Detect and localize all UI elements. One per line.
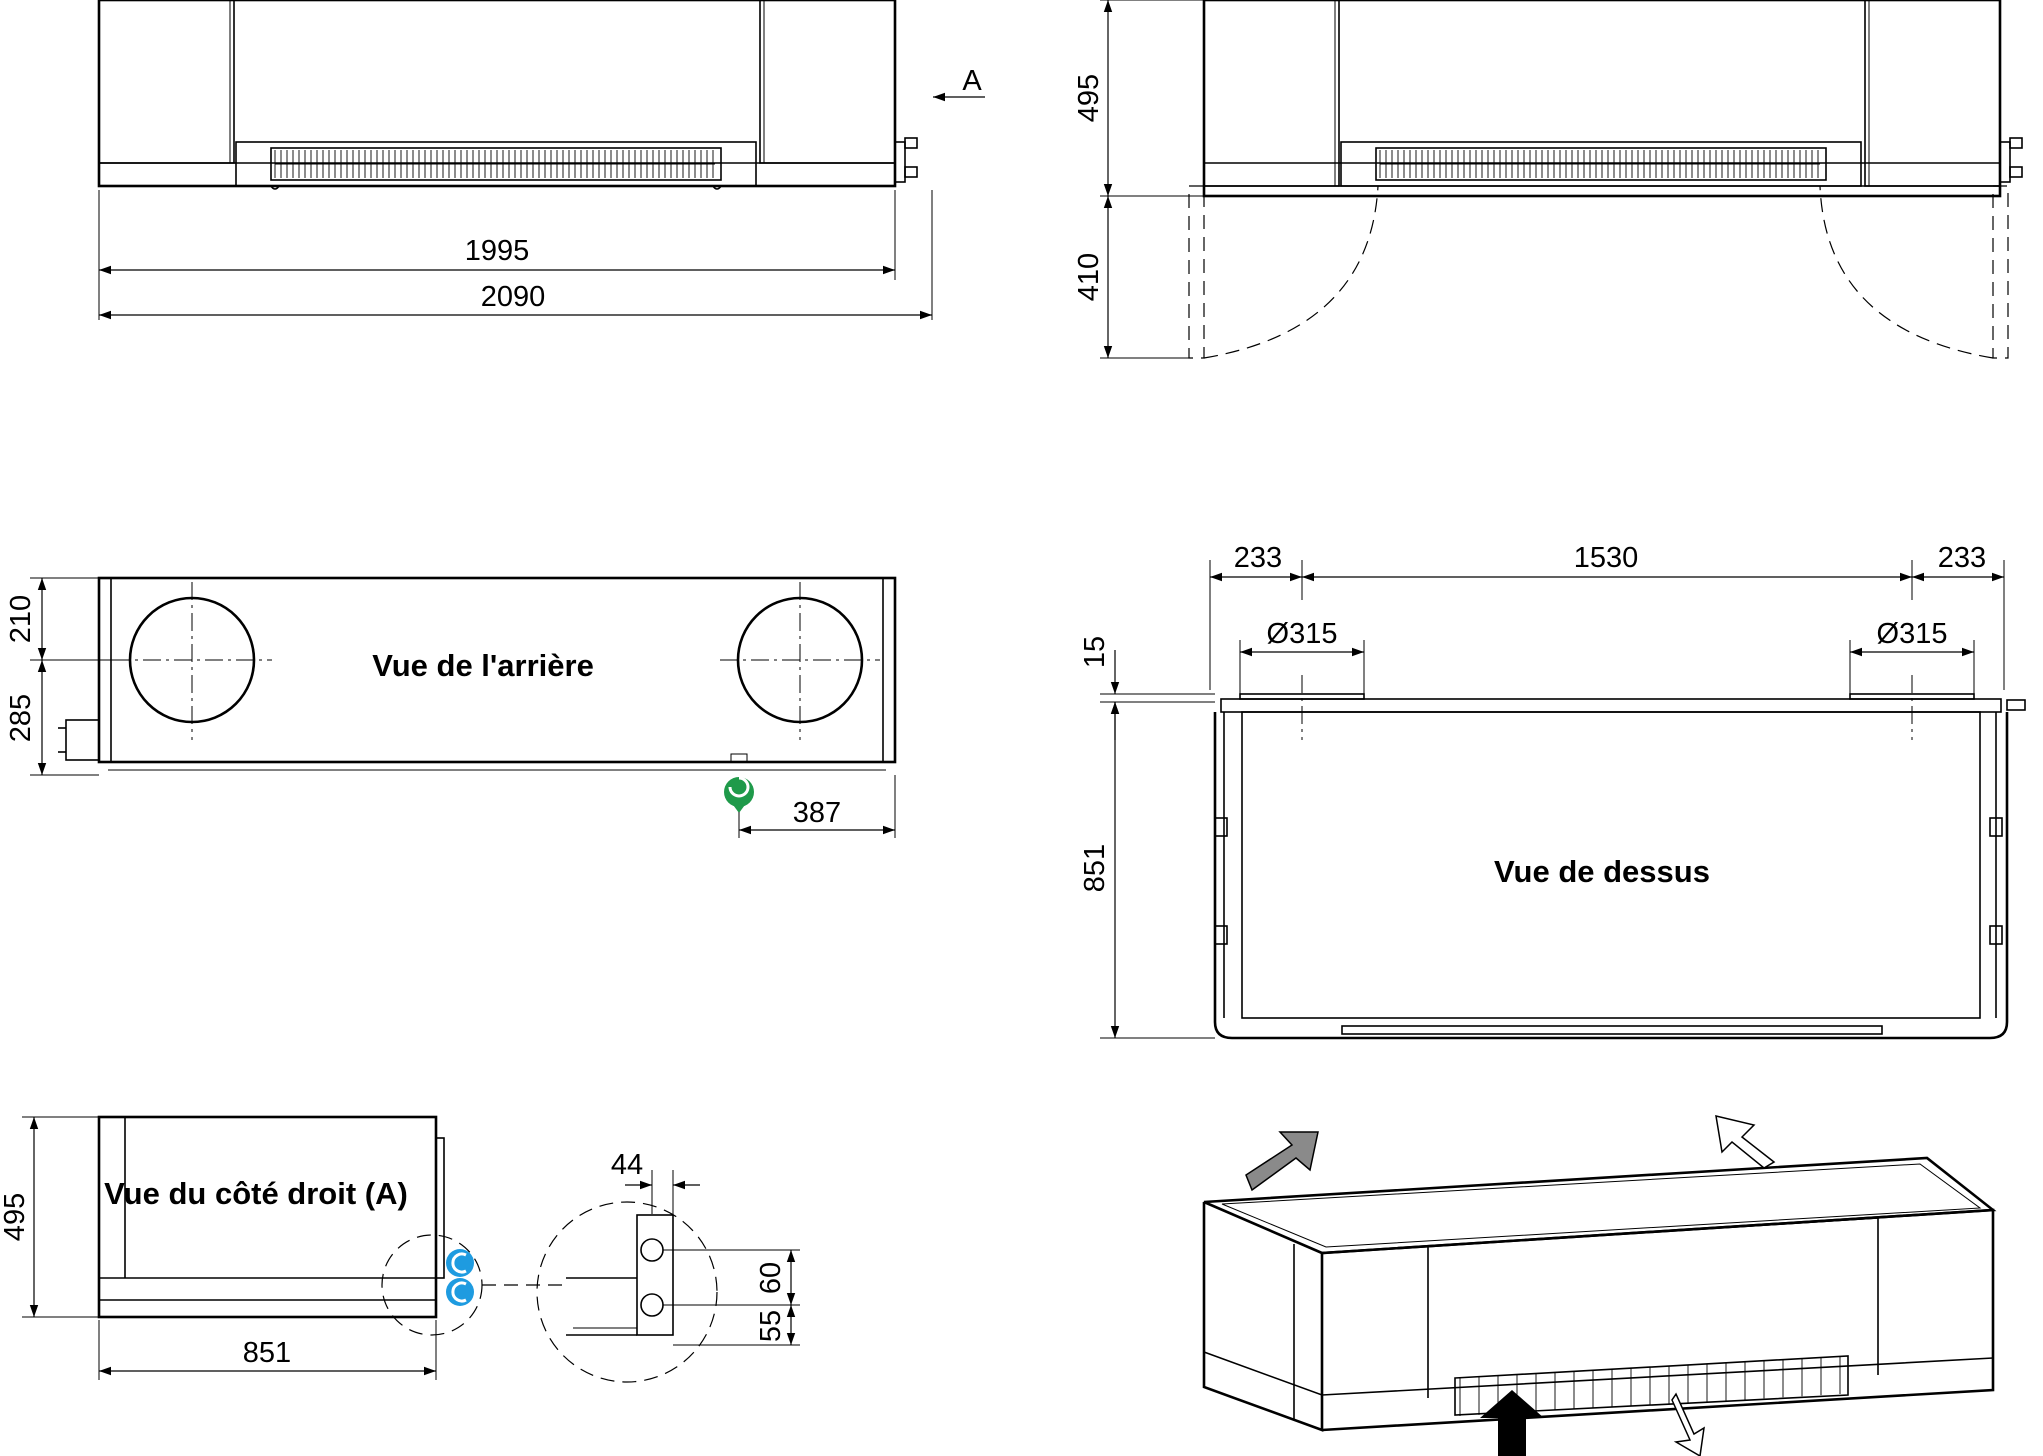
iso-inlet-arrow-icon — [1480, 1390, 1544, 1456]
isometric-view — [1202, 1115, 1997, 1456]
drain-connection-icon — [724, 753, 754, 813]
doors-outlet-frame — [1340, 141, 1862, 187]
rear-view: Vue de l'arrière 210 285 387 — [5, 576, 897, 838]
front-grille-slats — [274, 150, 715, 178]
water-inlet-icon — [446, 1249, 474, 1277]
dim-rear-lower: 285 — [5, 694, 37, 742]
front-pipe-lower-fitting — [904, 166, 918, 178]
iso-intake-arrow-icon — [1715, 1115, 1776, 1169]
dim-duct-right-diameter: Ø315 — [1877, 618, 1948, 650]
top-view-label: Vue de dessus — [1494, 854, 1710, 889]
right-door-swing-arc — [1819, 185, 1994, 359]
iso-discharge-arrow-icon — [1671, 1392, 1705, 1456]
iso-outlet-grille — [1454, 1355, 1849, 1416]
dim-door-swing: 410 — [1073, 253, 1105, 301]
rear-view-label: Vue de l'arrière — [372, 648, 594, 683]
doors-grille-slats — [1379, 150, 1820, 178]
front-pipe-stub — [894, 141, 906, 183]
water-outlet-icon — [446, 1278, 474, 1306]
dim-top-right-offset: 233 — [1938, 542, 1986, 574]
top-view-outline — [1213, 712, 2009, 1040]
right-door-open — [1992, 185, 2009, 359]
dim-depth: 851 — [1079, 844, 1111, 892]
dim-connection-spacing: 60 — [755, 1262, 787, 1294]
side-view-label: Vue du côté droit (A) — [104, 1176, 408, 1211]
doors-outlet-grille — [1375, 147, 1827, 181]
dim-connection-offset: 44 — [611, 1149, 643, 1181]
top-view-inner-panel — [1241, 711, 1981, 1019]
dim-rear-upper: 210 — [5, 595, 37, 643]
dim-front-height: 495 — [1073, 74, 1105, 122]
top-collar-strip — [1220, 698, 2002, 713]
iso-exhaust-arrow-icon — [1245, 1131, 1319, 1192]
dim-drain-offset: 387 — [793, 797, 841, 829]
dim-side-depth: 851 — [243, 1337, 291, 1369]
connection-detail: 44 60 55 — [536, 1149, 800, 1383]
iso-left-face — [1202, 1202, 1324, 1432]
dim-connection-bottom: 55 — [755, 1310, 787, 1342]
right-side-view: Vue du côté droit (A) 495 851 — [0, 1115, 565, 1380]
dim-duct-left-diameter: Ø315 — [1267, 618, 1338, 650]
dim-duct-spacing: 1530 — [1574, 542, 1639, 574]
front-outlet-frame — [235, 141, 757, 187]
side-view-casing — [97, 1115, 438, 1319]
dim-collar-height: 15 — [1079, 636, 1111, 668]
left-door-swing-arc — [1203, 185, 1379, 359]
dim-front-width-inner: 1995 — [465, 235, 530, 267]
front-view: A 1995 2090 — [97, 0, 985, 320]
dim-top-left-offset: 233 — [1234, 542, 1282, 574]
left-door-open — [1188, 185, 1205, 359]
doors-right-panel — [1864, 0, 2001, 187]
front-outlet-grille — [270, 147, 722, 181]
front-view-doors: 495 410 — [1073, 0, 2023, 359]
front-right-panel — [759, 0, 896, 164]
front-left-panel — [98, 0, 235, 164]
detail-enlarge-circle — [536, 1201, 718, 1383]
view-a-marker: A — [962, 65, 982, 97]
doors-left-panel — [1203, 0, 1340, 187]
detail-connection-plate — [636, 1214, 674, 1336]
dim-front-width-total: 2090 — [481, 281, 546, 313]
iso-front-face — [1321, 1208, 1995, 1432]
front-pipe-upper-fitting — [904, 137, 918, 149]
top-view: Vue de dessus 233 1530 233 Ø315 Ø315 15 … — [1079, 542, 2026, 1040]
dim-side-height: 495 — [0, 1193, 31, 1241]
iso-top-face — [1203, 1156, 1997, 1255]
rear-pipe-block — [65, 719, 100, 761]
